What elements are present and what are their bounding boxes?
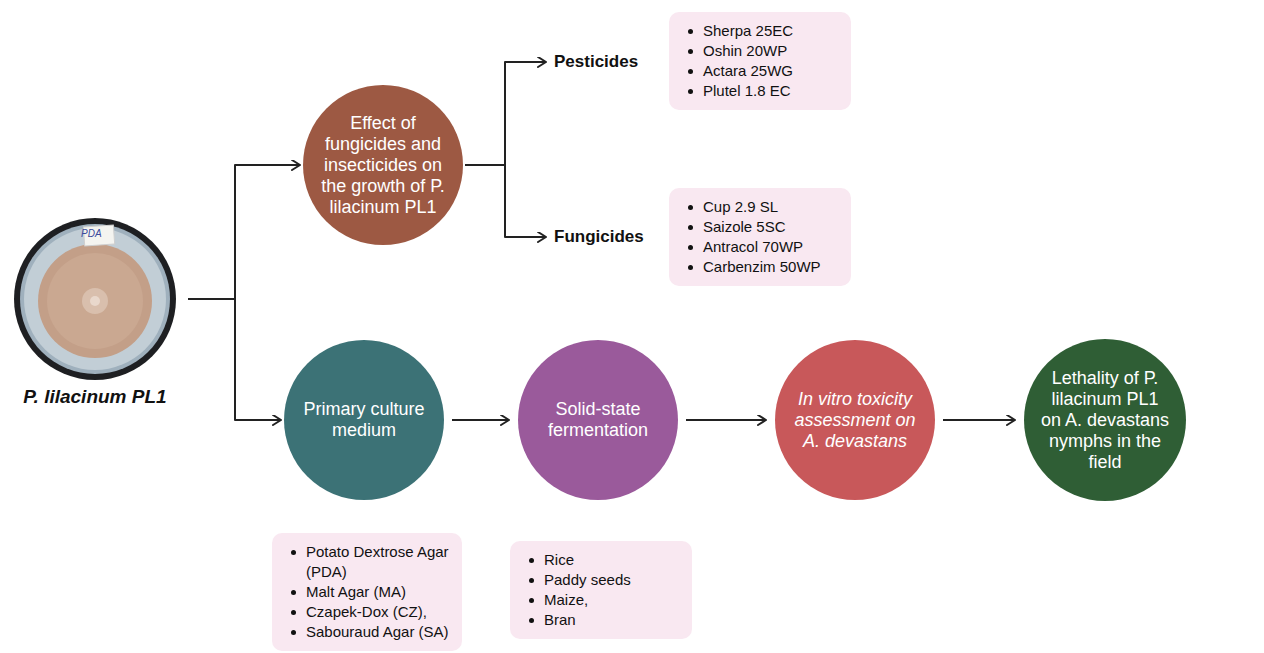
list-box: Potato Dextrose Agar (PDA)Malt Agar (MA)… <box>272 533 462 651</box>
list-item: Antracol 70WP <box>703 237 841 257</box>
list-item: Carbenzim 50WP <box>703 257 841 277</box>
node-caption: P. lilacinum PL1 <box>10 386 180 408</box>
node-label: Primary culture medium <box>300 399 428 441</box>
list-item: Plutel 1.8 EC <box>703 81 841 101</box>
list-item: Saizole 5SC <box>703 217 841 237</box>
petri-dish-node: P. lilacinum PL1 <box>10 216 180 416</box>
process-circle: Solid-state fermentation <box>518 340 678 500</box>
flow-arrow <box>188 299 281 420</box>
dish-sticker-label: PDA <box>81 228 102 239</box>
node-label: Lethality of P. lilacinum PL1 on A. deva… <box>1040 368 1170 473</box>
flow-arrow <box>465 165 546 237</box>
petri-dish-illustration <box>10 216 180 382</box>
list-item: Rice <box>544 550 682 570</box>
list-item: Malt Agar (MA) <box>306 582 452 602</box>
process-circle: Lethality of P. lilacinum PL1 on A. deva… <box>1024 339 1186 501</box>
branch-heading: Pesticides <box>554 52 638 72</box>
node-label: Solid-state fermentation <box>534 399 662 441</box>
list-item: Potato Dextrose Agar (PDA) <box>306 542 452 582</box>
list-item: Sabouraud Agar (SA) <box>306 622 452 642</box>
branch-heading: Fungicides <box>554 227 644 247</box>
process-circle: Effect of fungicides and insecticides on… <box>303 85 463 245</box>
process-circle: Primary culture medium <box>284 340 444 500</box>
list-item: Bran <box>544 610 682 630</box>
node-label: In vitro toxicity assessment on A. devas… <box>791 389 919 452</box>
node-label: Effect of fungicides and insecticides on… <box>319 113 447 218</box>
list-item: Maize, <box>544 590 682 610</box>
list-item: Actara 25WG <box>703 61 841 81</box>
list-item: Paddy seeds <box>544 570 682 590</box>
node-label: Pesticides <box>554 52 638 72</box>
flow-arrow <box>943 419 1015 421</box>
list-box: RicePaddy seedsMaize,Bran <box>510 541 692 639</box>
process-circle: In vitro toxicity assessment on A. devas… <box>775 340 935 500</box>
list-item: Oshin 20WP <box>703 41 841 61</box>
flow-arrow <box>188 165 300 299</box>
flow-arrow <box>465 62 546 165</box>
node-label: Fungicides <box>554 227 644 247</box>
list-item: Czapek-Dox (CZ), <box>306 602 452 622</box>
list-box: Sherpa 25ECOshin 20WPActara 25WGPlutel 1… <box>669 12 851 110</box>
list-box: Cup 2.9 SLSaizole 5SCAntracol 70WPCarben… <box>669 188 851 286</box>
list-item: Cup 2.9 SL <box>703 197 841 217</box>
flow-arrow <box>452 419 509 421</box>
list-item: Sherpa 25EC <box>703 21 841 41</box>
flow-arrow <box>686 419 766 421</box>
